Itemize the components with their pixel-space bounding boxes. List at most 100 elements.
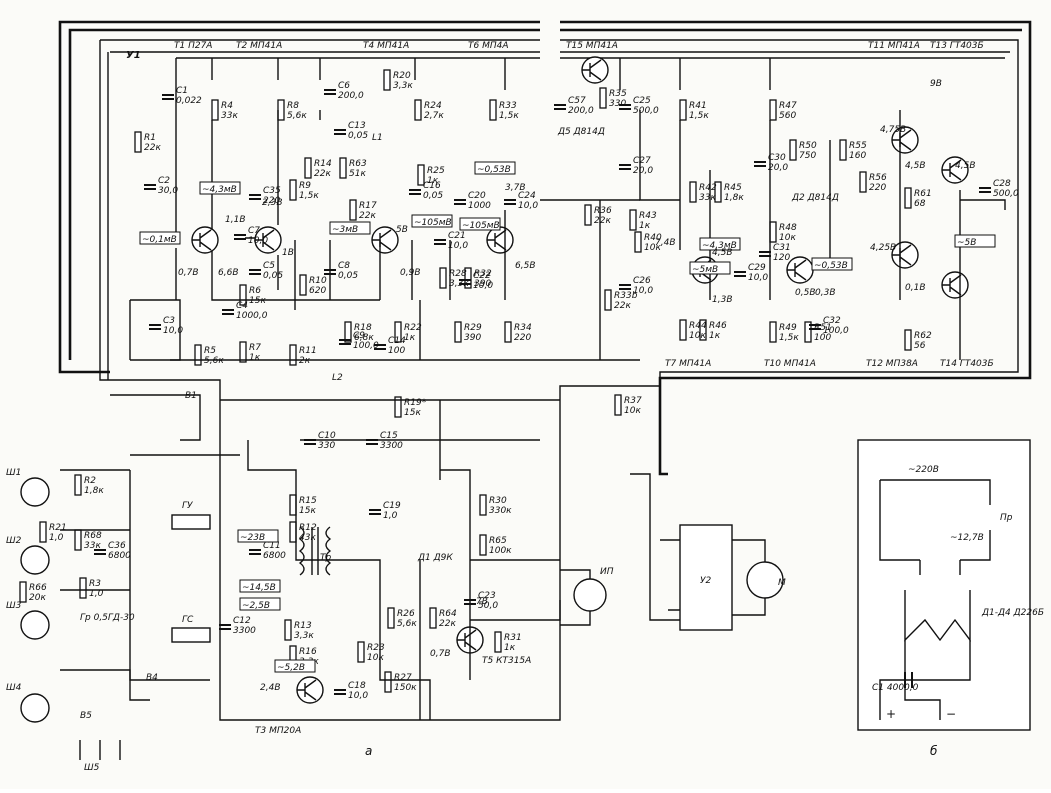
voltage-box <box>474 161 516 175</box>
resistor-r66 <box>19 581 27 603</box>
resistor-label: R37 <box>624 396 642 406</box>
resistor-value: 22к <box>439 619 456 629</box>
resistor-value: 20к <box>29 593 46 603</box>
resistor-value: 220 <box>869 183 886 193</box>
capacitor-value: 330 <box>318 441 335 451</box>
resistor-r49 <box>769 321 777 343</box>
capacitor-label: C32 <box>823 316 841 326</box>
motor-regulator <box>660 524 784 631</box>
resistor-value: 750 <box>799 151 816 161</box>
voltage-label: ~5мВ <box>692 265 718 275</box>
resistor-value: 68 <box>914 199 926 209</box>
resistor-value: 160 <box>849 151 866 161</box>
capacitor-value: 20,0 <box>633 166 653 176</box>
transformer-tr <box>298 526 332 576</box>
capacitor-value: 0,05 <box>348 131 368 141</box>
resistor-r28 <box>439 267 447 289</box>
label-t1: Т1 П27А <box>174 41 212 51</box>
resistor-label: R42 <box>699 183 717 193</box>
transistor-symbol <box>297 679 317 701</box>
resistor-value: 33к <box>84 541 101 551</box>
resistor-value: 22к <box>594 216 611 226</box>
resistor-value: 3,3к <box>393 81 413 91</box>
resistor-value: 1к <box>639 221 651 231</box>
resistor-label: R43 <box>639 211 657 221</box>
resistor-label: R17 <box>359 201 377 211</box>
voltage-box <box>199 181 241 195</box>
resistor-label: R19* <box>404 398 427 408</box>
resistor-value: 3,3к <box>449 279 469 289</box>
voltage-label: ~0,1мВ <box>142 235 177 245</box>
capacitor-label: C5 <box>263 261 275 271</box>
resistor-label: R24 <box>424 101 442 111</box>
capacitor-label: C25 <box>633 96 651 106</box>
dc-voltage-label: 4,5В <box>905 161 926 171</box>
capacitor-value: 100,0 <box>823 326 849 336</box>
resistor-r33 <box>489 99 497 121</box>
voltage-box <box>274 659 316 673</box>
capacitor-value: 500,0 <box>993 189 1019 199</box>
resistor-r8 <box>277 99 285 121</box>
resistor-group <box>19 69 991 695</box>
resistor-r17 <box>349 199 357 221</box>
resistor-label: R44 <box>689 321 707 331</box>
resistor-label: R2 <box>84 476 96 486</box>
resistor-label: R66 <box>29 583 47 593</box>
resistor-label: R46 <box>709 321 727 331</box>
resistor-r20 <box>383 69 391 91</box>
resistor-r41 <box>679 99 687 121</box>
resistor-value: 33к <box>221 111 238 121</box>
capacitor-label: C4 <box>236 301 248 311</box>
capacitor-value: 120 <box>773 253 790 263</box>
resistor-label: R5 <box>204 346 216 356</box>
dc-voltage-label: 0,1В <box>905 283 926 293</box>
resistor-r4 <box>211 99 219 121</box>
component-labels: R122кR433кR85,6кR203,3кR242,7кR331,5кR35… <box>29 71 1019 701</box>
resistor-label: R51 <box>814 323 832 333</box>
voltage-box <box>239 579 281 593</box>
resistor-value: 330 <box>609 99 626 109</box>
label-b4: В4 <box>146 673 158 683</box>
capacitor-value: 1000,0 <box>236 311 268 321</box>
label-t5: Т5 КТ315А <box>482 656 531 666</box>
resistor-label: R40 <box>644 233 662 243</box>
resistor-value: 1к <box>249 353 261 363</box>
resistor-r15 <box>289 494 297 516</box>
resistor-value: 1к <box>427 176 439 186</box>
resistor-value: 22к <box>144 143 161 153</box>
resistor-value: 1,8к <box>724 193 744 203</box>
resistor-r35 <box>599 87 607 109</box>
resistor-r56 <box>859 171 867 193</box>
capacitor-value: 500,0 <box>633 106 659 116</box>
capacitor-value: 10,0 <box>348 691 368 701</box>
resistor-label: R49 <box>779 323 797 333</box>
resistor-r1 <box>134 131 142 153</box>
resistor-label: R65 <box>489 536 507 546</box>
voltage-label: ~2,5В <box>242 601 270 611</box>
connector-sh4 <box>20 693 50 723</box>
capacitor-label: C12 <box>233 616 251 626</box>
resistor-r40 <box>634 231 642 253</box>
amplifier-board <box>99 39 1019 721</box>
capacitor-value: 3300 <box>233 626 256 636</box>
voltage-box <box>411 214 453 228</box>
resistor-value: 560 <box>779 111 796 121</box>
capacitor-value: 10,0 <box>473 281 493 291</box>
resistor-r65 <box>479 534 487 556</box>
resistor-label: R25 <box>427 166 445 176</box>
resistor-label: R16 <box>299 647 317 657</box>
voltage-label: ~0,53В <box>814 261 848 271</box>
label-u2: У2 <box>700 576 711 586</box>
resistor-r68 <box>74 529 82 551</box>
label-gs: ГС <box>182 615 194 625</box>
capacitor-label: C21 <box>448 231 466 241</box>
resistor-label: R8 <box>287 101 299 111</box>
label-tr: Тр <box>320 553 331 563</box>
label-gu: ГУ <box>182 501 193 511</box>
connector-sh2 <box>20 545 50 575</box>
capacitor-label: C24 <box>518 191 536 201</box>
resistor-label: R7 <box>249 343 261 353</box>
resistor-label: R47 <box>779 101 797 111</box>
power-frame <box>58 20 1032 476</box>
resistor-r42 <box>689 181 697 203</box>
